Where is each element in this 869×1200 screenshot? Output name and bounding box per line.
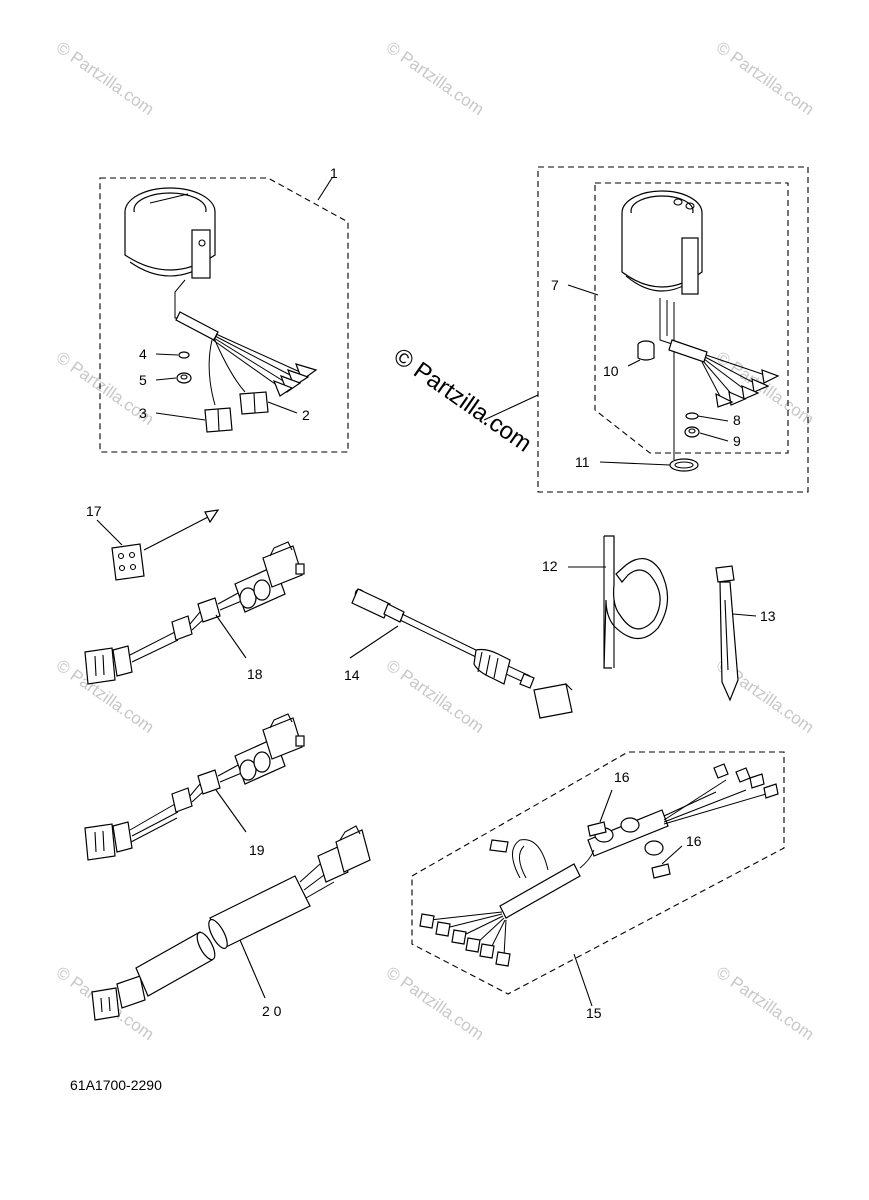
callout-13: 13	[760, 608, 776, 624]
part-13-cable-tie: 13	[715, 565, 776, 702]
callout-7: 7	[551, 277, 559, 293]
part-20-harness: 2 0	[91, 825, 371, 1021]
callout-11: 11	[575, 454, 590, 470]
watermark: © Partzilla.com	[383, 656, 488, 737]
assembly-7-meter: 7 8 9 10 11	[483, 166, 809, 493]
callout-12: 12	[542, 558, 558, 574]
callout-10: 10	[603, 363, 619, 379]
part-12-tube: 12	[542, 535, 669, 669]
callout-2: 2	[302, 407, 310, 423]
part-14-cable: 14	[344, 588, 573, 719]
watermark: © Partzilla.com	[713, 963, 818, 1044]
callout-16b: 16	[686, 833, 702, 849]
callout-8: 8	[733, 412, 741, 428]
callout-17: 17	[86, 503, 102, 519]
watermark: © Partzilla.com	[383, 38, 488, 119]
part-18-harness: 18	[84, 541, 305, 685]
part-15-harness: 16 16 15	[411, 751, 785, 1021]
watermark: © Partzilla.com	[713, 348, 818, 429]
callout-19: 19	[249, 842, 265, 858]
part-19-harness: 19	[84, 713, 305, 861]
diagram-code: 61A1700-2290	[70, 1077, 162, 1093]
callout-9: 9	[733, 433, 741, 449]
watermark-center: © Partzilla.com	[389, 343, 537, 458]
callout-18: 18	[247, 666, 263, 682]
part-17-connector: 17	[86, 503, 220, 581]
watermark: © Partzilla.com	[53, 38, 158, 119]
callout-16a: 16	[614, 769, 630, 785]
callout-1: 1	[330, 165, 338, 181]
watermark: © Partzilla.com	[713, 38, 818, 119]
assembly-1-meter: 1 2 3 4 5	[99, 165, 349, 453]
callout-3: 3	[139, 405, 147, 421]
callout-4: 4	[139, 346, 147, 362]
callout-5: 5	[139, 372, 147, 388]
callout-15: 15	[586, 1005, 602, 1021]
callout-14: 14	[344, 667, 360, 683]
callout-20: 2 0	[262, 1003, 282, 1019]
